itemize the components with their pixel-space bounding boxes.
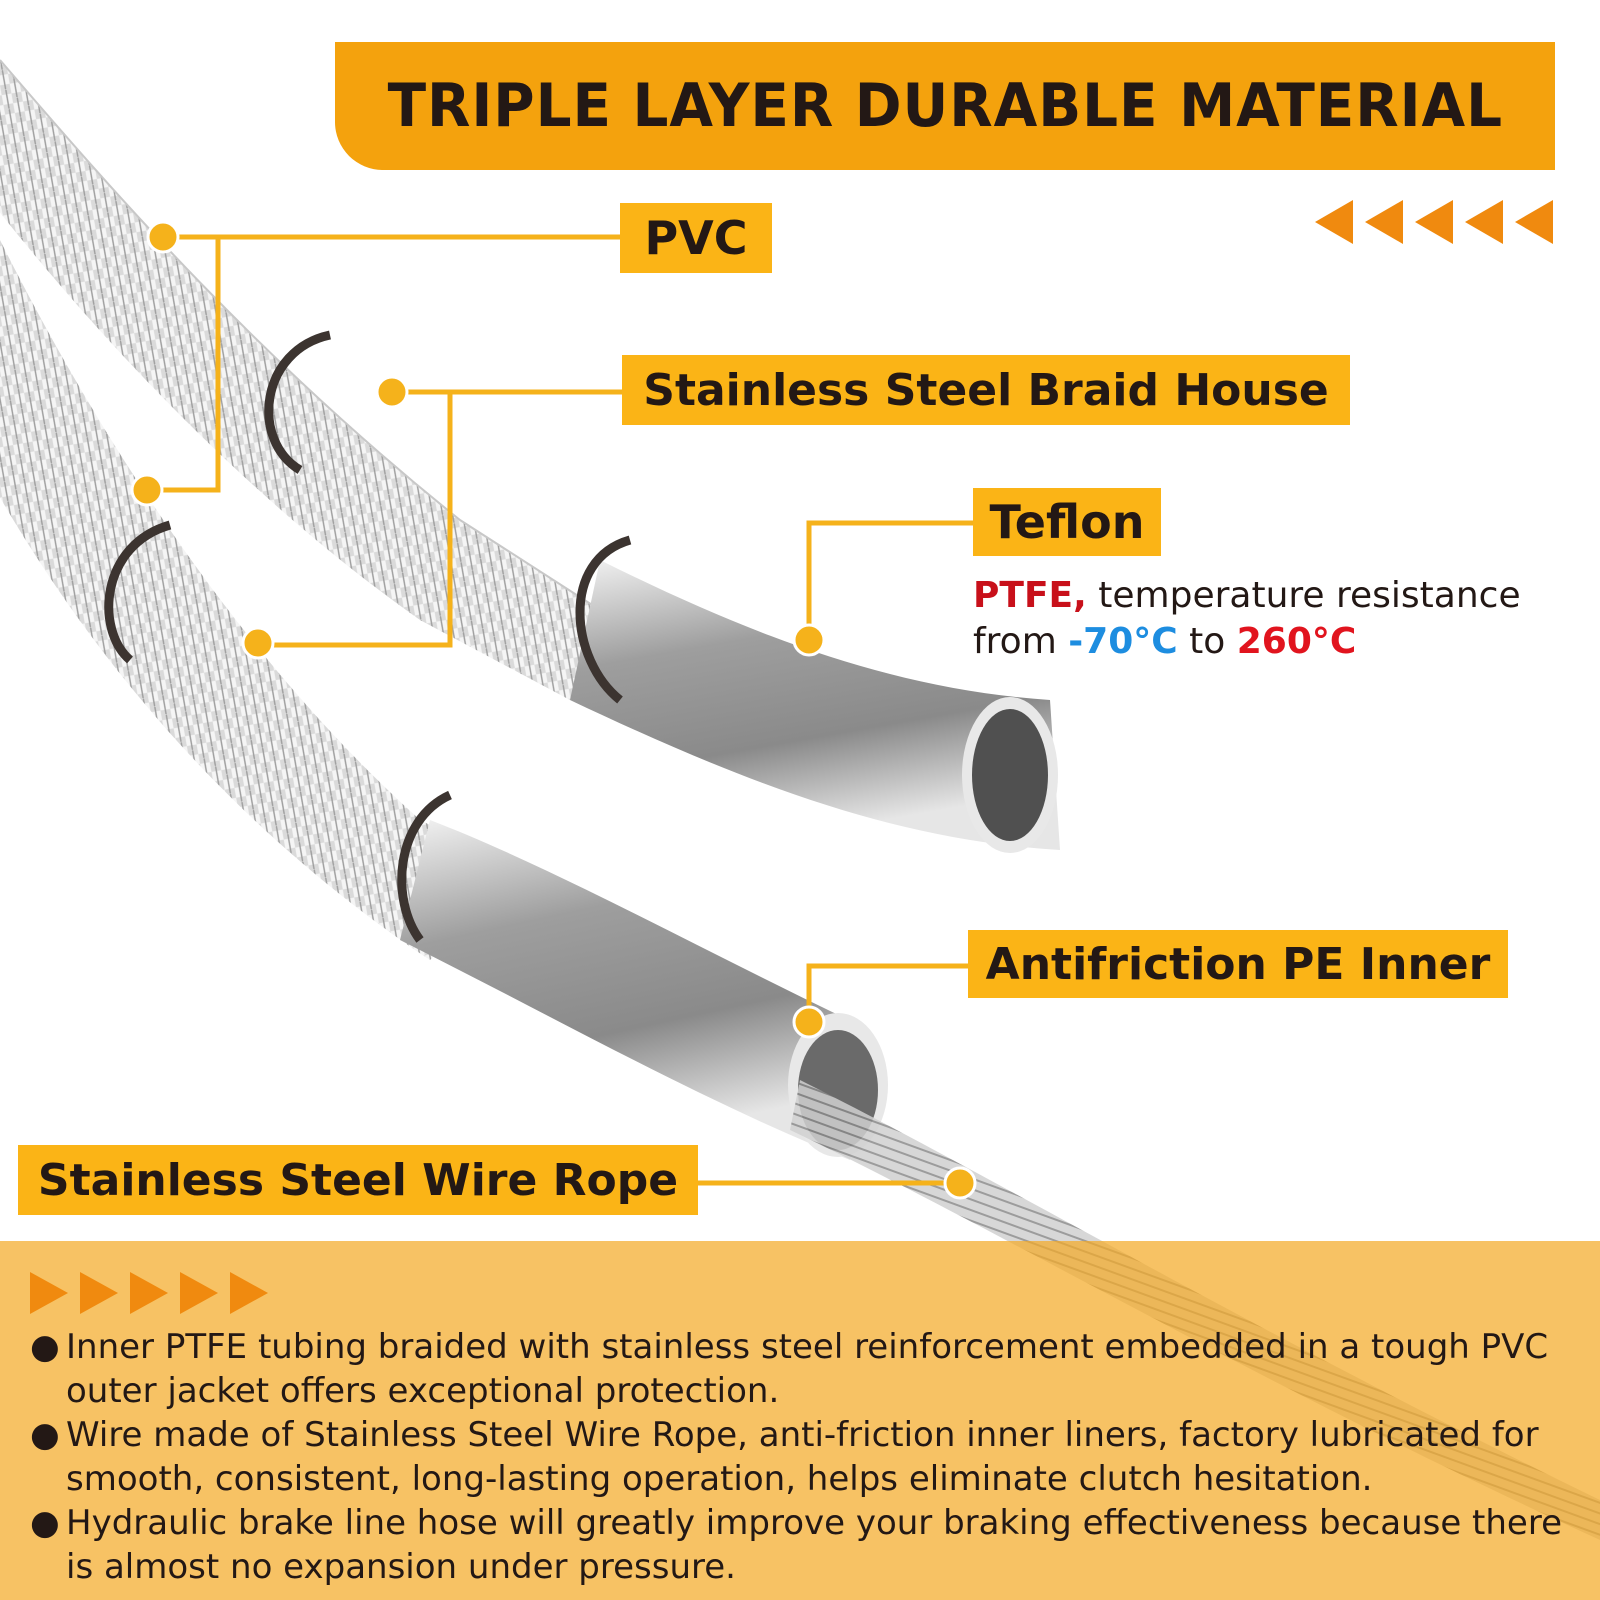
right-arrow-icon (230, 1272, 268, 1314)
ptfe-text: PTFE, (973, 575, 1087, 616)
left-arrow-icon (1415, 200, 1453, 244)
left-arrow-icon (1315, 200, 1353, 244)
label-pvc-text: PVC (644, 211, 748, 265)
label-wire-rope-text: Stainless Steel Wire Rope (37, 1154, 679, 1206)
feature-text: Hydraulic brake line hose will greatly i… (66, 1503, 1562, 1587)
teflon-description: PTFE, temperature resistance from -70°C … (973, 573, 1521, 665)
label-teflon: Teflon (973, 488, 1161, 556)
left-arrows-decoration (1315, 200, 1553, 244)
feature-text: Wire made of Stainless Steel Wire Rope, … (66, 1415, 1539, 1499)
max-temp: 260°C (1236, 621, 1357, 662)
left-arrow-icon (1365, 200, 1403, 244)
right-arrows-decoration (30, 1272, 268, 1314)
from-text: from (973, 621, 1069, 662)
feature-item: ● Wire made of Stainless Steel Wire Rope… (30, 1413, 1590, 1501)
min-temp: -70°C (1068, 621, 1178, 662)
left-arrow-icon (1465, 200, 1503, 244)
to-text: to (1177, 621, 1237, 662)
right-arrow-icon (80, 1272, 118, 1314)
left-arrow-icon (1515, 200, 1553, 244)
feature-text: Inner PTFE tubing braided with stainless… (66, 1327, 1549, 1411)
label-pe-inner-text: Antifriction PE Inner (985, 938, 1491, 990)
right-arrow-icon (180, 1272, 218, 1314)
page-title: TRIPLE LAYER DURABLE MATERIAL (387, 71, 1503, 141)
label-pvc: PVC (620, 203, 772, 273)
right-arrow-icon (130, 1272, 168, 1314)
feature-item: ● Inner PTFE tubing braided with stainle… (30, 1325, 1590, 1413)
label-pe-inner: Antifriction PE Inner (968, 930, 1508, 998)
bullet-icon: ● (30, 1415, 60, 1455)
feature-item: ● Hydraulic brake line hose will greatly… (30, 1501, 1590, 1589)
bullet-icon: ● (30, 1327, 60, 1367)
right-arrow-icon (30, 1272, 68, 1314)
feature-list: ● Inner PTFE tubing braided with stainle… (30, 1325, 1590, 1589)
label-braid-text: Stainless Steel Braid House (643, 364, 1329, 416)
resistance-text: temperature resistance (1086, 575, 1521, 616)
header-banner: TRIPLE LAYER DURABLE MATERIAL (335, 42, 1555, 170)
label-braid: Stainless Steel Braid House (622, 355, 1350, 425)
label-teflon-text: Teflon (989, 495, 1145, 549)
label-wire-rope: Stainless Steel Wire Rope (18, 1145, 698, 1215)
bullet-icon: ● (30, 1503, 60, 1543)
